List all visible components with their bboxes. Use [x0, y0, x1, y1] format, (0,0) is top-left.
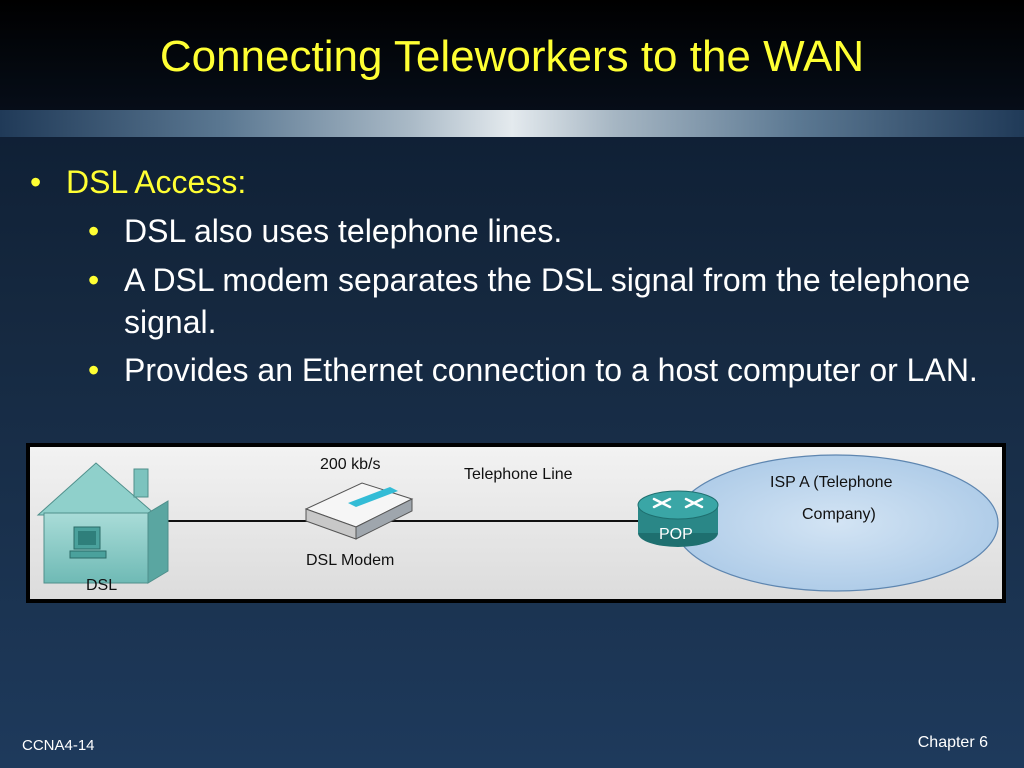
- sub-bullet: • DSL also uses telephone lines.: [88, 210, 988, 252]
- cloud-label-line1: ISP A (Telephone: [770, 474, 893, 491]
- sub-bullet-text: Provides an Ethernet connection to a hos…: [124, 352, 978, 388]
- router-label: POP: [659, 526, 693, 543]
- slide-title: Connecting Teleworkers to the WAN: [159, 32, 865, 81]
- line-label: Telephone Line: [464, 466, 573, 483]
- house-label: DSL: [86, 577, 117, 594]
- sub-bullet: • A DSL modem separates the DSL signal f…: [88, 259, 988, 343]
- router-icon: [637, 490, 719, 547]
- dsl-modem-icon: [304, 482, 414, 540]
- bullet-text: DSL Access:: [66, 164, 247, 200]
- footer-course-code: CCNA4-14: [22, 737, 95, 754]
- computer-icon: [69, 526, 107, 559]
- sub-bullet: • Provides an Ethernet connection to a h…: [88, 349, 988, 391]
- bullet-glyph: •: [88, 213, 100, 249]
- bullet-glyph: •: [88, 352, 100, 388]
- cloud-label-line2: Company): [802, 506, 876, 523]
- modem-label: DSL Modem: [306, 552, 394, 569]
- footer-chapter: Chapter 6: [917, 734, 988, 751]
- title-bar: [0, 0, 1024, 110]
- bullet-glyph: •: [30, 164, 42, 200]
- bullet-glyph: •: [88, 262, 100, 298]
- house-icon: [36, 462, 169, 584]
- sub-bullet-text: A DSL modem separates the DSL signal fro…: [124, 262, 971, 340]
- title-divider: [0, 110, 1024, 137]
- speed-label: 200 kb/s: [320, 456, 380, 473]
- sub-bullet-text: DSL also uses telephone lines.: [124, 213, 563, 249]
- dsl-diagram: DSL 200 kb/s DSL Modem Telephone Line PO…: [26, 443, 1006, 603]
